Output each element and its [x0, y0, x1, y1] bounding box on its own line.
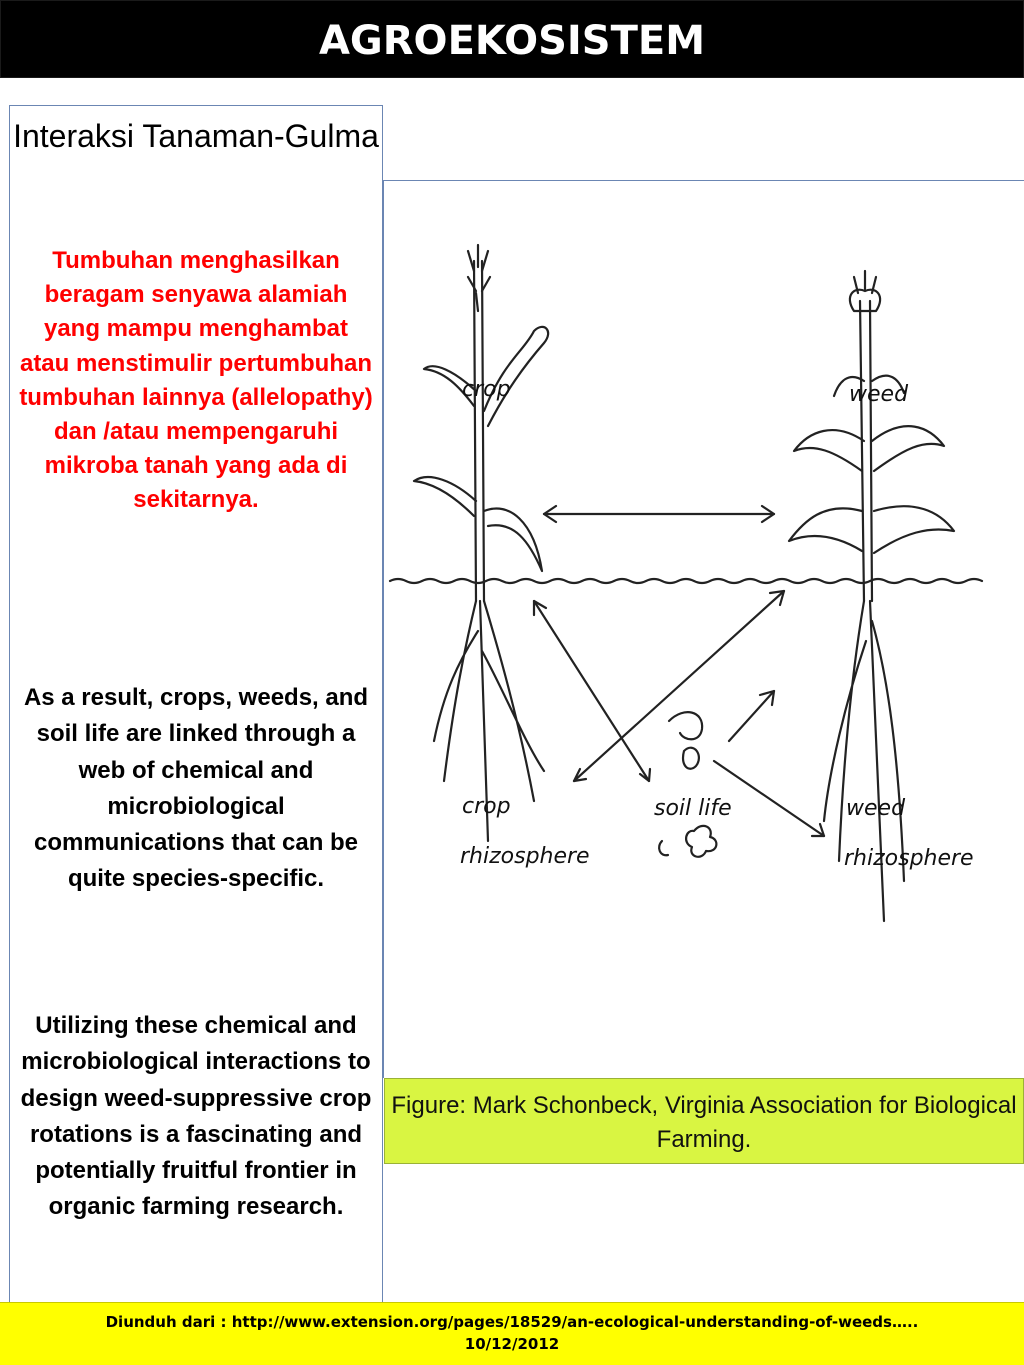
- interaction-arrows: [532, 504, 826, 838]
- section-heading: Interaksi Tanaman-Gulma: [13, 118, 379, 154]
- paragraph-result: As a result, crops, weeds, and soil life…: [23, 684, 369, 893]
- source-footer: Diunduh dari : http://www.extension.org/…: [0, 1302, 1024, 1365]
- label-soil-life: soil life: [654, 796, 732, 821]
- source-url: Diunduh dari : http://www.extension.org/…: [105, 1313, 919, 1331]
- label-crop-rhizosphere-2: rhizosphere: [460, 844, 590, 869]
- red-paragraph: Tumbuhan menghasilkan beragam senyawa al…: [19, 247, 373, 514]
- soil-life-organisms: [658, 711, 718, 858]
- label-weed-rhizosphere-1: weed: [846, 796, 906, 821]
- source-date: 10/12/2012: [464, 1335, 560, 1353]
- figure-panel: crop weed crop rhizosphere soil life wee…: [383, 180, 1024, 1078]
- soil-surface-line: [388, 577, 984, 585]
- paragraph-utilizing: Utilizing these chemical and microbiolog…: [20, 1012, 372, 1221]
- slide-title: AGROEKOSISTEM: [0, 0, 1024, 78]
- label-crop-rhizosphere-1: crop: [462, 794, 511, 819]
- label-weed: weed: [849, 382, 909, 407]
- weed-plant: [787, 269, 956, 923]
- label-weed-rhizosphere-2: rhizosphere: [844, 846, 974, 871]
- crop-weed-interaction-diagram: crop weed crop rhizosphere soil life wee…: [388, 243, 984, 923]
- crop-plant: [412, 243, 550, 843]
- label-crop: crop: [462, 377, 511, 402]
- figure-caption: Figure: Mark Schonbeck, Virginia Associa…: [384, 1078, 1024, 1164]
